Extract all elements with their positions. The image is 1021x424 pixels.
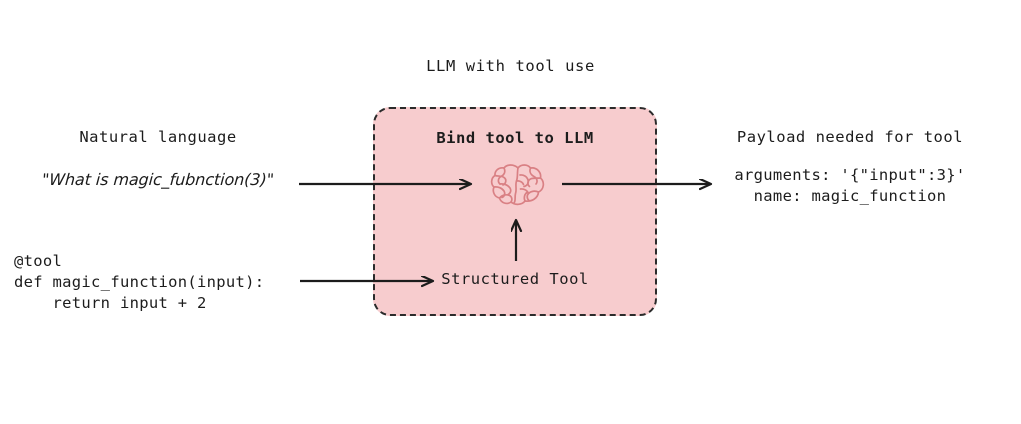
natural-language-heading: Natural language [79,128,237,146]
brain-icon [489,160,547,210]
tool-code-snippet: @tool def magic_function(input): return … [14,252,265,312]
bind-tool-to-llm-heading: Bind tool to LLM [436,129,594,147]
user-query-text: "What is magic_fubnction(3)" [41,170,275,189]
payload-heading: Payload needed for tool [736,128,964,146]
payload-arguments-line: arguments: '{"input":3}' [734,166,966,184]
structured-tool-label: Structured Tool [441,270,589,288]
payload-name-line: name: magic_function [753,187,947,205]
diagram-title: LLM with tool use [426,57,595,75]
